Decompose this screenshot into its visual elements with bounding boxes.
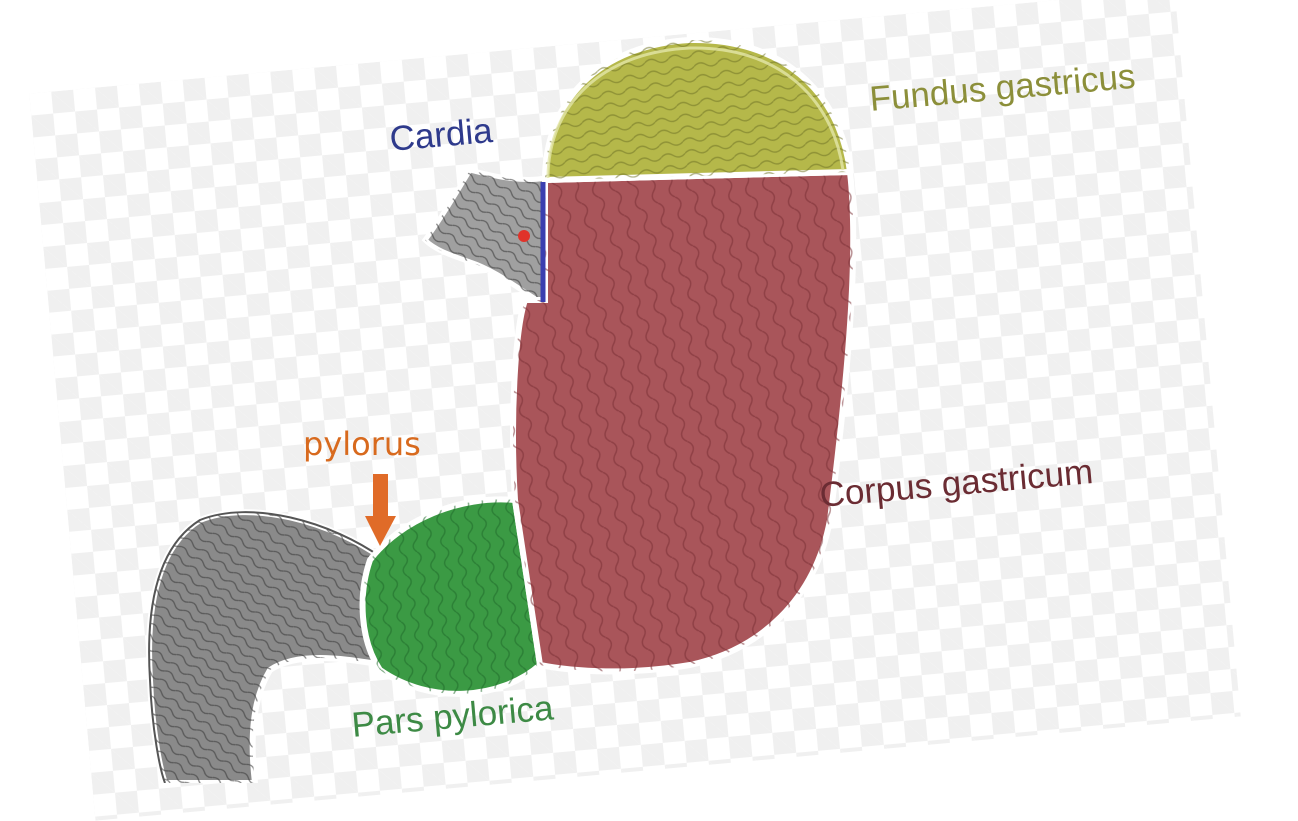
fundus-region bbox=[541, 36, 854, 184]
esophagus bbox=[421, 167, 548, 310]
corpus-region bbox=[510, 168, 857, 675]
duodenum bbox=[146, 509, 388, 783]
figure-canvas: Fundus gastricus Cardia Corpus gastricum… bbox=[29, 0, 1241, 821]
pylorus-label: pylorus bbox=[303, 425, 421, 463]
stomach-illustration bbox=[146, 36, 857, 783]
marker-dot bbox=[518, 230, 530, 242]
pars-pylorica-region bbox=[359, 496, 544, 697]
arrow-down-icon bbox=[365, 474, 396, 546]
